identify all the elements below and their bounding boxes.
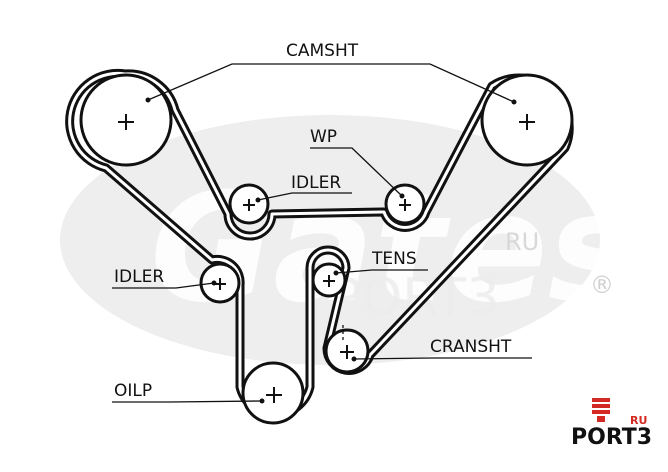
logo-text: PORT3: [571, 425, 652, 450]
watermark-ellipse: [60, 115, 600, 365]
label-crankshaft: CRANSHT: [430, 337, 512, 357]
logo-suffix: RU: [630, 414, 647, 427]
piston-ring-2: [592, 404, 610, 408]
leader-crankshaft: [353, 357, 532, 360]
pulley-idler-top: [228, 183, 270, 225]
label-water-pump: WP: [310, 127, 337, 147]
leader-camshaft: [147, 63, 515, 103]
leader-water-pump-dot: [399, 193, 405, 199]
pulley-idler-left: [199, 262, 241, 304]
watermark-suffix: RU: [505, 228, 539, 256]
piston-rod: [597, 416, 605, 422]
pulley-tensioner: [311, 262, 347, 298]
label-idler-top: IDLER: [291, 173, 341, 193]
label-tensioner: TENS: [371, 249, 417, 269]
label-camshaft: CAMSHT: [286, 41, 359, 61]
watermark-registered-mark: ®: [590, 271, 614, 299]
leader-tensioner-dot: [333, 270, 339, 276]
leader-water-pump: [310, 147, 403, 197]
pulley-crankshaft: [324, 325, 370, 374]
leader-idler-top: [257, 192, 352, 201]
label-oil-pump: OILP: [114, 381, 152, 401]
watermark-site: PORT3: [330, 268, 499, 328]
leader-camshaft-dot-left: [145, 97, 151, 103]
label-idler-left: IDLER: [114, 267, 164, 287]
piston-ring-1: [592, 398, 610, 402]
leader-idler-top-dot: [255, 197, 261, 203]
pulley-oil-pump: [241, 361, 305, 425]
labels: CAMSHT WP IDLER IDLER TENS CRANSHT OILP: [114, 41, 512, 401]
watermark: Gates PORT3 RU ®: [60, 115, 637, 365]
port3-logo: PORT3 RU: [571, 398, 652, 450]
pulley-camshaft-left: [79, 73, 173, 167]
leader-oil-pump: [112, 400, 263, 403]
leader-crankshaft-dot: [351, 356, 357, 362]
leader-lines: [112, 63, 532, 404]
leader-oil-pump-dot: [259, 398, 265, 404]
leader-idler-left: [112, 282, 215, 289]
leader-idler-left-dot: [211, 280, 217, 286]
pulley-water-pump: [384, 183, 426, 225]
leader-tensioner: [335, 269, 428, 274]
pulley-camshaft-right: [480, 73, 574, 167]
piston-ring-3: [592, 410, 610, 414]
leader-camshaft-dot-right: [511, 99, 517, 105]
piston-icon: [592, 398, 610, 422]
